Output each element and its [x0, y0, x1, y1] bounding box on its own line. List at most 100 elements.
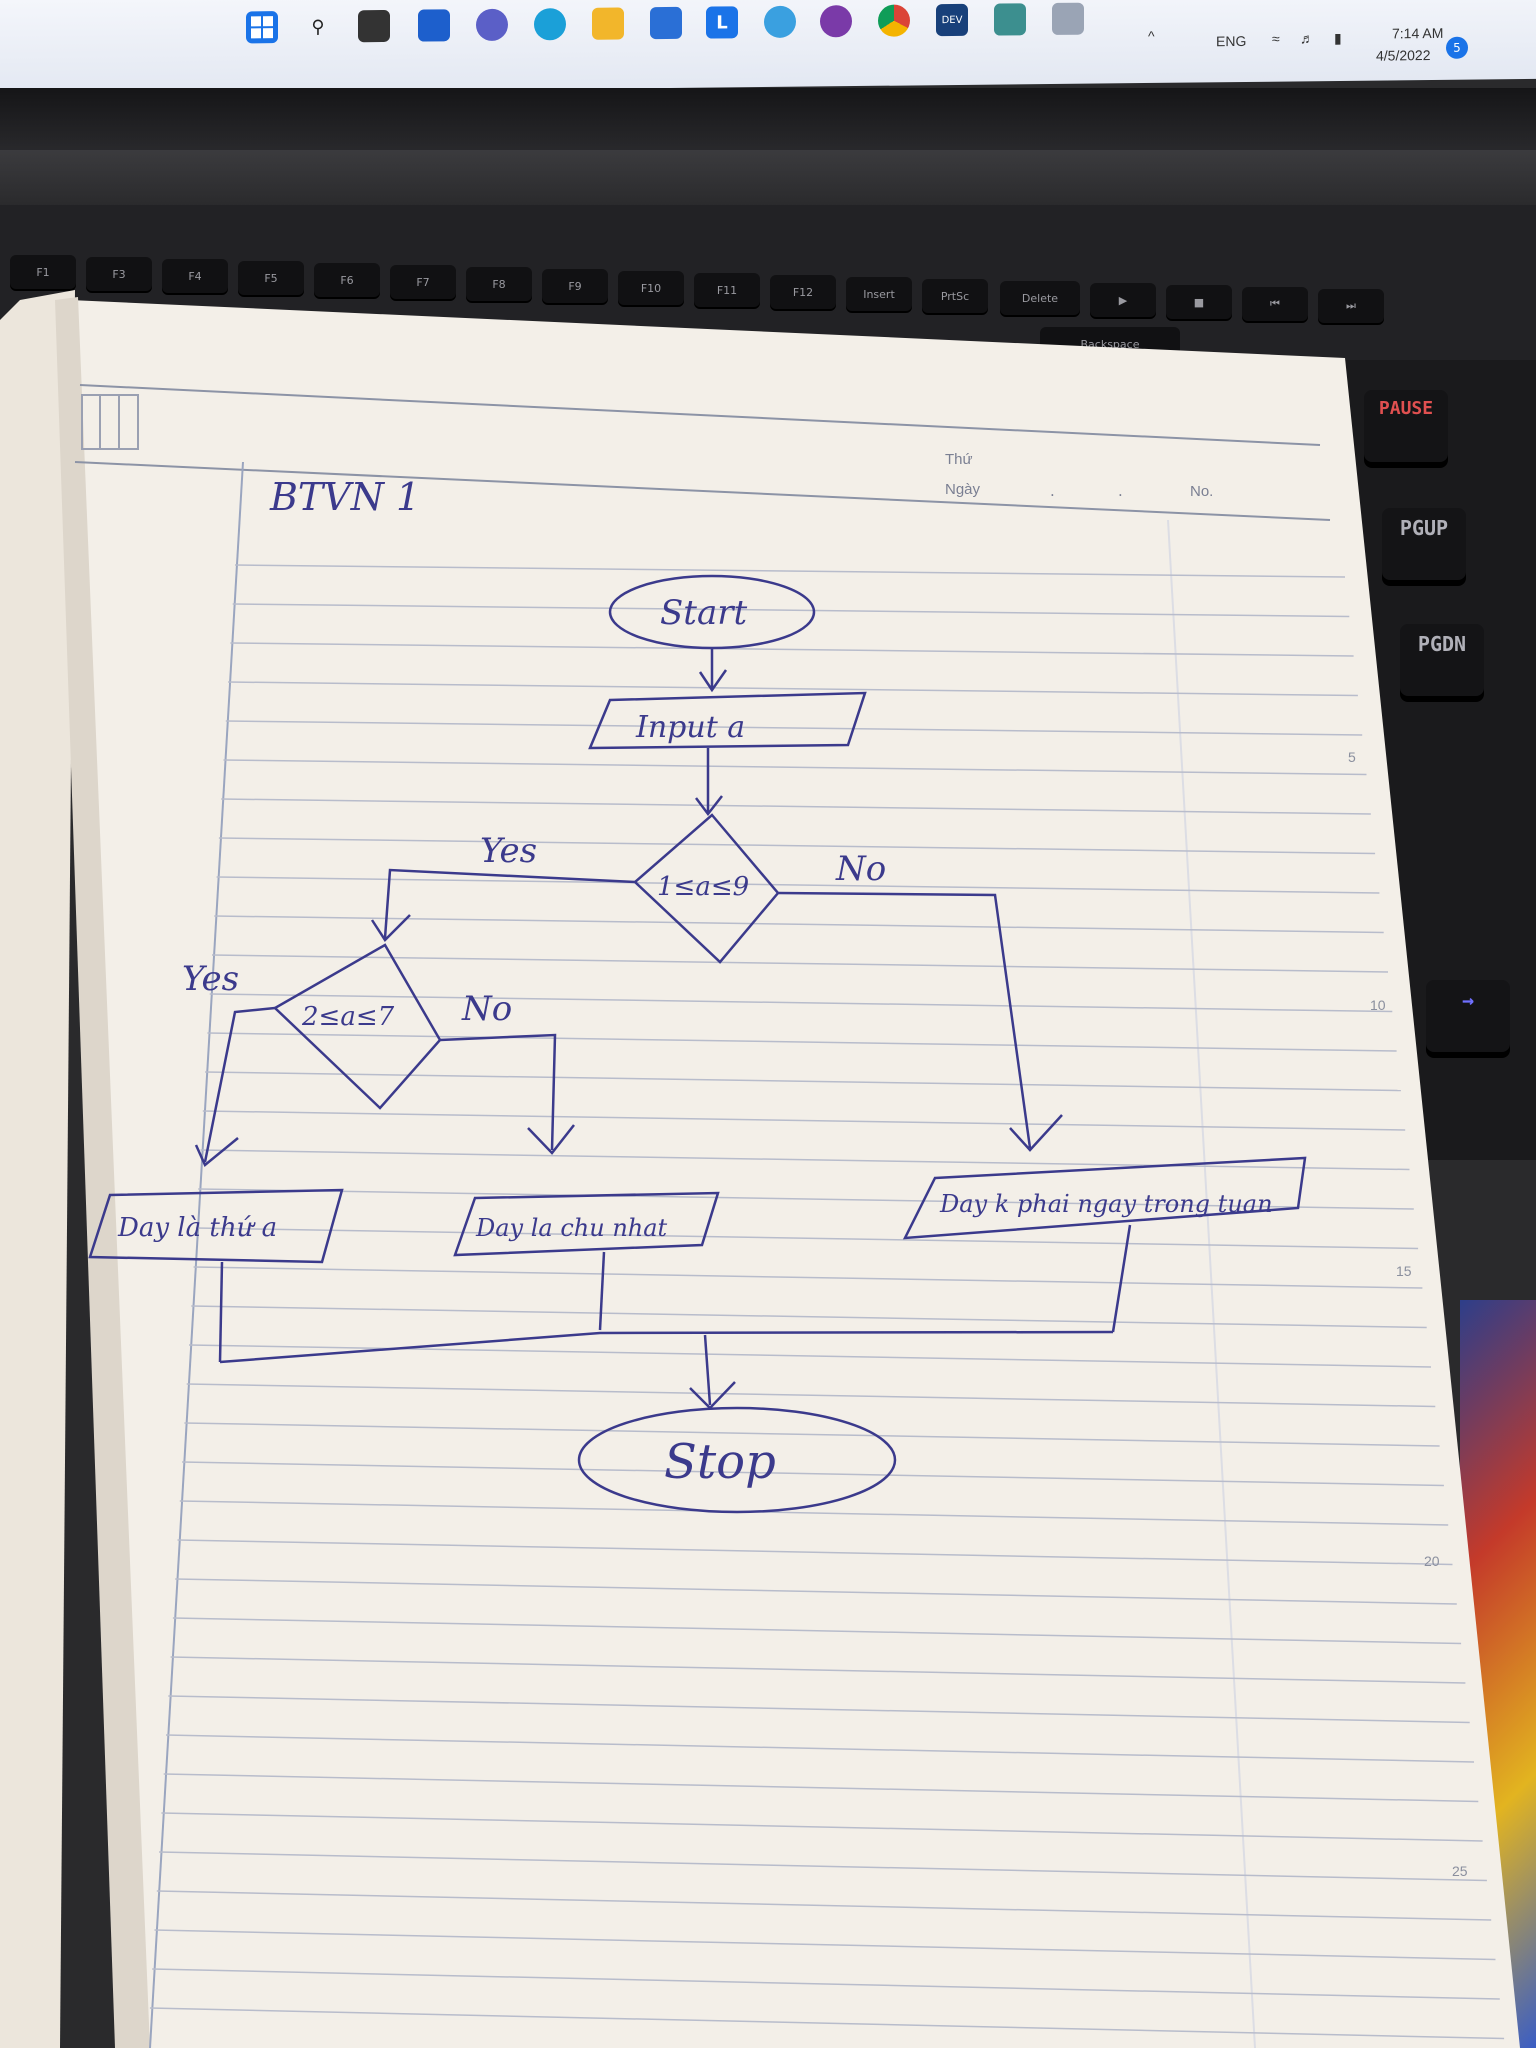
- delete-key[interactable]: Delete: [1000, 281, 1080, 315]
- arrow-key[interactable]: →: [1426, 980, 1510, 1052]
- input-label: Input a: [635, 710, 745, 745]
- ruled-line: [170, 1656, 1466, 1684]
- decision2-yes-label: Yes: [182, 959, 239, 999]
- decision2-diamond: [272, 943, 442, 1110]
- prtsc-key[interactable]: PrtSc: [922, 279, 988, 313]
- pgdn-key[interactable]: PGDN: [1400, 624, 1484, 696]
- ruled-lines: [149, 564, 1505, 2040]
- f10-key[interactable]: F11: [694, 273, 760, 307]
- ruled-line: [202, 1110, 1406, 1131]
- f2-key[interactable]: F3: [86, 257, 152, 291]
- output3-label: Day k phai ngay trong tuan: [939, 1190, 1273, 1218]
- ruled-line: [159, 1851, 1487, 1882]
- start-label: Start: [660, 593, 747, 633]
- f1-key[interactable]: F1: [10, 255, 76, 289]
- header-rule: [74, 461, 1331, 521]
- f8-key[interactable]: F9: [542, 269, 608, 303]
- arrow-decision2-no: [439, 1033, 575, 1155]
- pause-key[interactable]: PAUSE: [1364, 390, 1448, 462]
- ruled-line: [186, 1383, 1436, 1408]
- notebook-page: [70, 300, 1520, 2048]
- ruled-line: [218, 837, 1376, 855]
- arrow-input-decision1: [695, 748, 723, 817]
- ruled-line: [184, 1422, 1440, 1447]
- margin-number: 20: [1424, 1553, 1440, 1569]
- play-key[interactable]: ▶: [1090, 283, 1156, 317]
- output2-parallelogram: [453, 1191, 720, 1257]
- f11-key[interactable]: F12: [770, 275, 836, 309]
- f9-key[interactable]: F10: [618, 271, 684, 305]
- decision2-label: 2≤a≤7: [301, 1002, 395, 1032]
- arrow-decision1-yes: [370, 868, 636, 942]
- decision1-label: 1≤a≤9: [657, 872, 749, 902]
- decision1-no-label: No: [835, 849, 886, 889]
- ruled-line: [195, 1227, 1419, 1250]
- stop-terminal: [577, 1406, 897, 1514]
- margin-number: 15: [1396, 1263, 1412, 1279]
- ruled-line: [163, 1773, 1479, 1803]
- header-no-label: No.: [1190, 483, 1213, 500]
- arrow-start-input: [698, 648, 728, 693]
- ruled-line: [156, 1890, 1492, 1921]
- ruled-line: [209, 993, 1393, 1013]
- header-ngay-label: Ngày: [945, 481, 981, 498]
- next-key[interactable]: ⏭: [1318, 289, 1384, 323]
- header-rule: [79, 384, 1321, 446]
- f7-key[interactable]: F8: [466, 267, 532, 301]
- prev-key[interactable]: ⏮: [1242, 287, 1308, 321]
- merge-line: [219, 1330, 1114, 1364]
- f4-key[interactable]: F5: [238, 261, 304, 295]
- ruled-line: [177, 1539, 1453, 1566]
- ruled-line: [230, 642, 1354, 657]
- notebook-title: BTVN 1: [269, 475, 420, 519]
- ruled-line: [214, 915, 1384, 934]
- notebook-left-page: [0, 290, 75, 2048]
- ruled-line: [175, 1578, 1457, 1605]
- windows-start-icon[interactable]: [246, 11, 278, 44]
- decision1-yes-label: Yes: [480, 831, 537, 871]
- ruled-line: [228, 681, 1358, 697]
- flowchart: [88, 574, 1307, 1514]
- ruled-line: [182, 1461, 1444, 1487]
- output1-label: Day là thứ a: [117, 1213, 277, 1243]
- decision1-diamond: [633, 813, 780, 964]
- laptop-hinge: [0, 150, 1536, 210]
- ruled-line: [216, 876, 1380, 894]
- notebook-spine: [55, 297, 150, 2048]
- header-thu-label: Thứ: [945, 451, 973, 468]
- ruled-line: [161, 1812, 1483, 1842]
- arrow-decision1-no: [777, 891, 1063, 1152]
- ruled-line: [168, 1695, 1470, 1724]
- margin-line: [149, 461, 244, 2048]
- pgup-key[interactable]: PGUP: [1382, 508, 1466, 580]
- output1-parallelogram: [88, 1188, 344, 1264]
- ruled-line: [234, 564, 1346, 578]
- margin-number: 25: [1452, 1863, 1468, 1879]
- insert-key[interactable]: Insert: [846, 277, 912, 311]
- ruled-line: [149, 2007, 1505, 2040]
- ruled-line: [193, 1266, 1423, 1289]
- ruled-line: [154, 1929, 1496, 1961]
- ruled-line: [205, 1071, 1401, 1092]
- f3-key[interactable]: F4: [162, 259, 228, 293]
- output2-label: Day la chu nhat: [475, 1214, 668, 1242]
- ruled-line: [172, 1617, 1462, 1645]
- ruled-line: [207, 1032, 1397, 1052]
- ruled-line: [179, 1500, 1449, 1526]
- input-parallelogram: [588, 691, 867, 750]
- ruled-line: [198, 1188, 1414, 1210]
- ruled-line: [225, 720, 1363, 736]
- header-date-dot: .: [1050, 482, 1055, 500]
- ruled-line: [223, 759, 1367, 776]
- f5-key[interactable]: F6: [314, 263, 380, 297]
- ruled-line: [165, 1734, 1475, 1763]
- f6-key[interactable]: F7: [390, 265, 456, 299]
- stop-key[interactable]: ■: [1166, 285, 1232, 319]
- ruled-line: [221, 798, 1371, 815]
- stop-label: Stop: [664, 1434, 776, 1490]
- connector-output1-merge: [218, 1261, 224, 1363]
- connector-output3-merge: [1111, 1224, 1132, 1333]
- side-keypad: PAUSE PGUP PGDN →: [1330, 360, 1536, 1160]
- header-box: [81, 394, 139, 450]
